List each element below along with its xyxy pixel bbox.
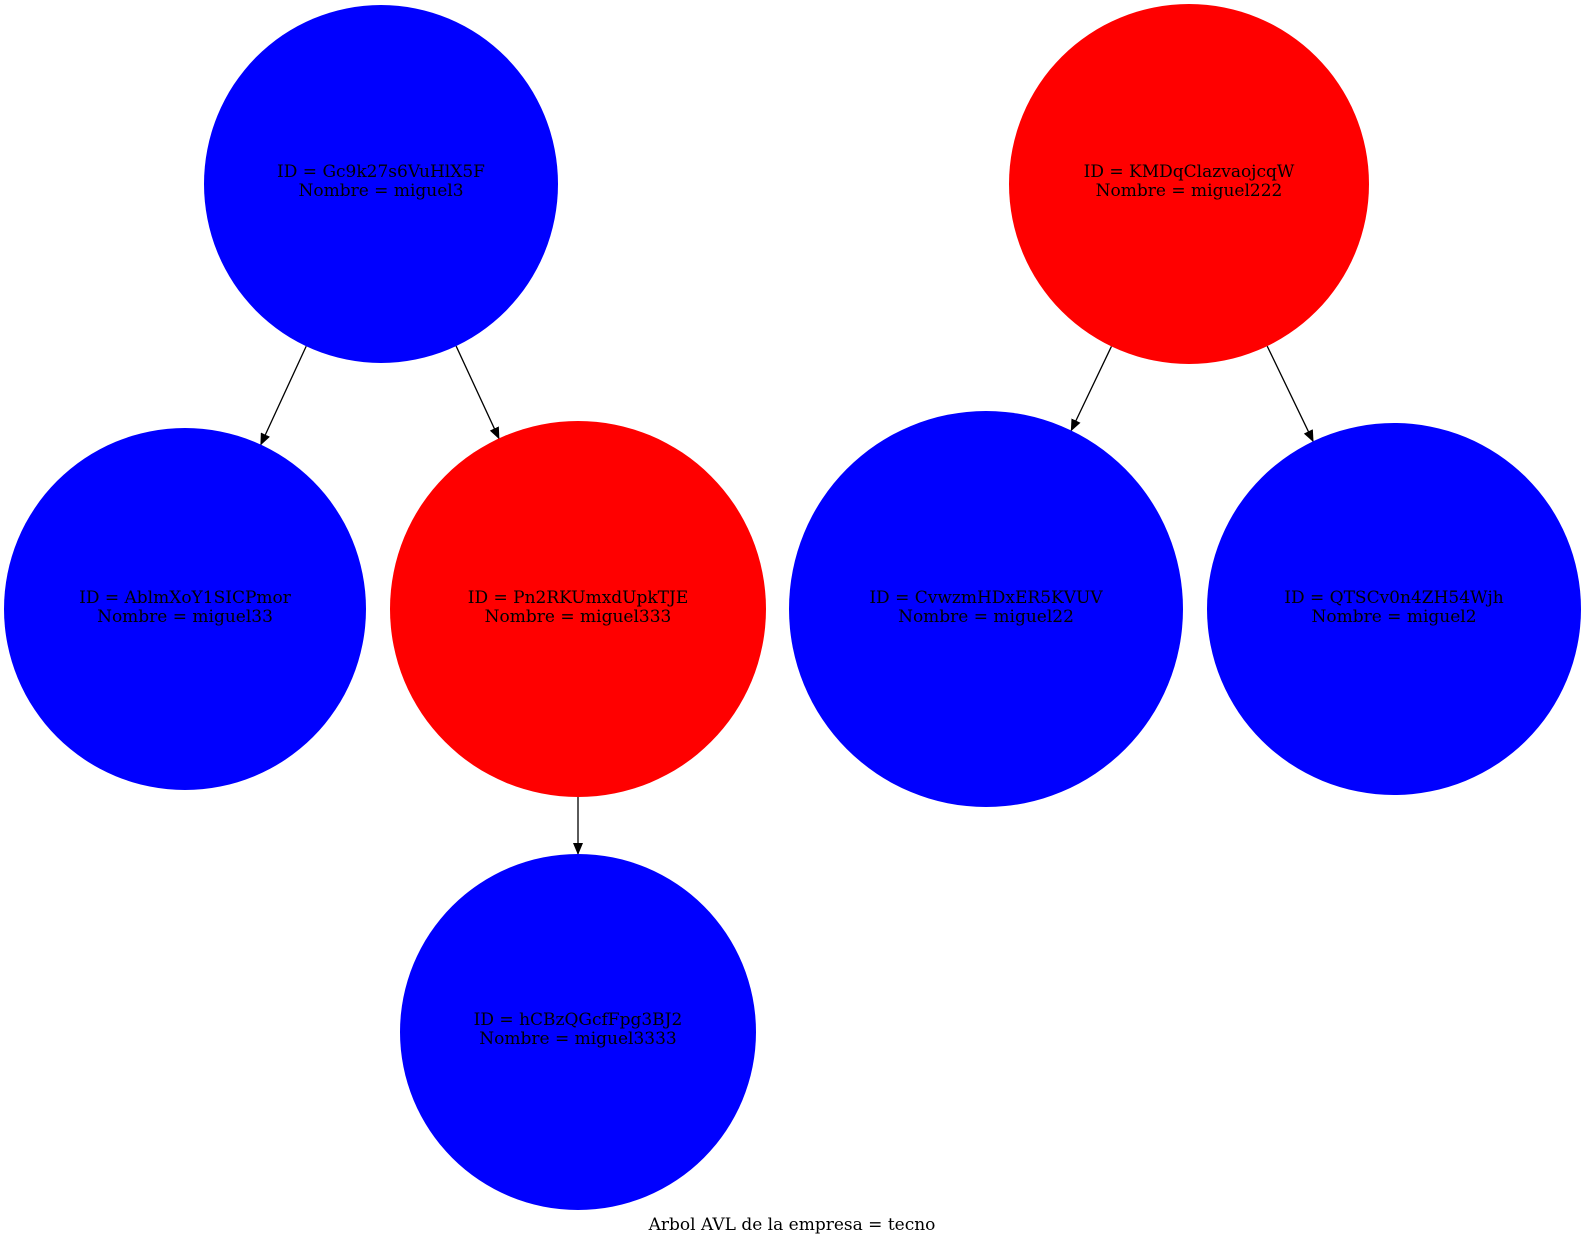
node-circle — [390, 421, 766, 797]
tree-edge-arrow — [455, 345, 500, 440]
tree-node: ID = hCBzQGcfFpg3BJ2 Nombre = miguel3333 — [400, 854, 756, 1210]
node-id-label: ID = Pn2RKUmxdUpkTJE — [468, 588, 689, 608]
node-id-label: ID = AblmXoY1SICPmor — [79, 588, 292, 608]
edges — [260, 345, 1314, 855]
tree-node: ID = CvwzmHDxER5KVUV Nombre = miguel22 — [789, 411, 1183, 807]
tree-node: ID = QTSCv0n4ZH54Wjh Nombre = miguel2 — [1207, 423, 1581, 795]
tree-edge-arrow — [1266, 345, 1314, 443]
diagram-caption: Arbol AVL de la empresa = tecno — [648, 1215, 936, 1235]
node-id-label: ID = Gc9k27s6VuHlX5F — [277, 162, 485, 182]
tree-node: ID = AblmXoY1SICPmor Nombre = miguel33 — [4, 428, 366, 790]
node-circle — [1207, 423, 1581, 795]
node-name-label: Nombre = miguel33 — [97, 607, 273, 627]
node-name-label: Nombre = miguel222 — [1096, 181, 1283, 201]
node-circle — [789, 411, 1183, 807]
node-name-label: Nombre = miguel3 — [298, 181, 463, 201]
tree-node: ID = Pn2RKUmxdUpkTJE Nombre = miguel333 — [390, 421, 766, 797]
node-name-label: Nombre = miguel333 — [485, 607, 672, 627]
node-circle — [400, 854, 756, 1210]
node-id-label: ID = CvwzmHDxER5KVUV — [869, 588, 1103, 608]
node-circle — [4, 428, 366, 790]
node-id-label: ID = hCBzQGcfFpg3BJ2 — [474, 1010, 683, 1030]
node-name-label: Nombre = miguel22 — [898, 607, 1074, 627]
tree-edge-arrow — [1070, 346, 1113, 432]
node-id-label: ID = KMDqClazvaojcqW — [1084, 162, 1295, 182]
node-name-label: Nombre = miguel3333 — [479, 1029, 677, 1049]
node-id-label: ID = QTSCv0n4ZH54Wjh — [1284, 588, 1504, 608]
node-name-label: Nombre = miguel2 — [1311, 607, 1476, 627]
tree-node: ID = KMDqClazvaojcqW Nombre = miguel222 — [1009, 4, 1369, 364]
node-circle — [204, 5, 558, 363]
node-circle — [1009, 4, 1369, 364]
tree-node: ID = Gc9k27s6VuHlX5F Nombre = miguel3 — [204, 5, 558, 363]
tree-edge-arrow — [260, 345, 307, 446]
